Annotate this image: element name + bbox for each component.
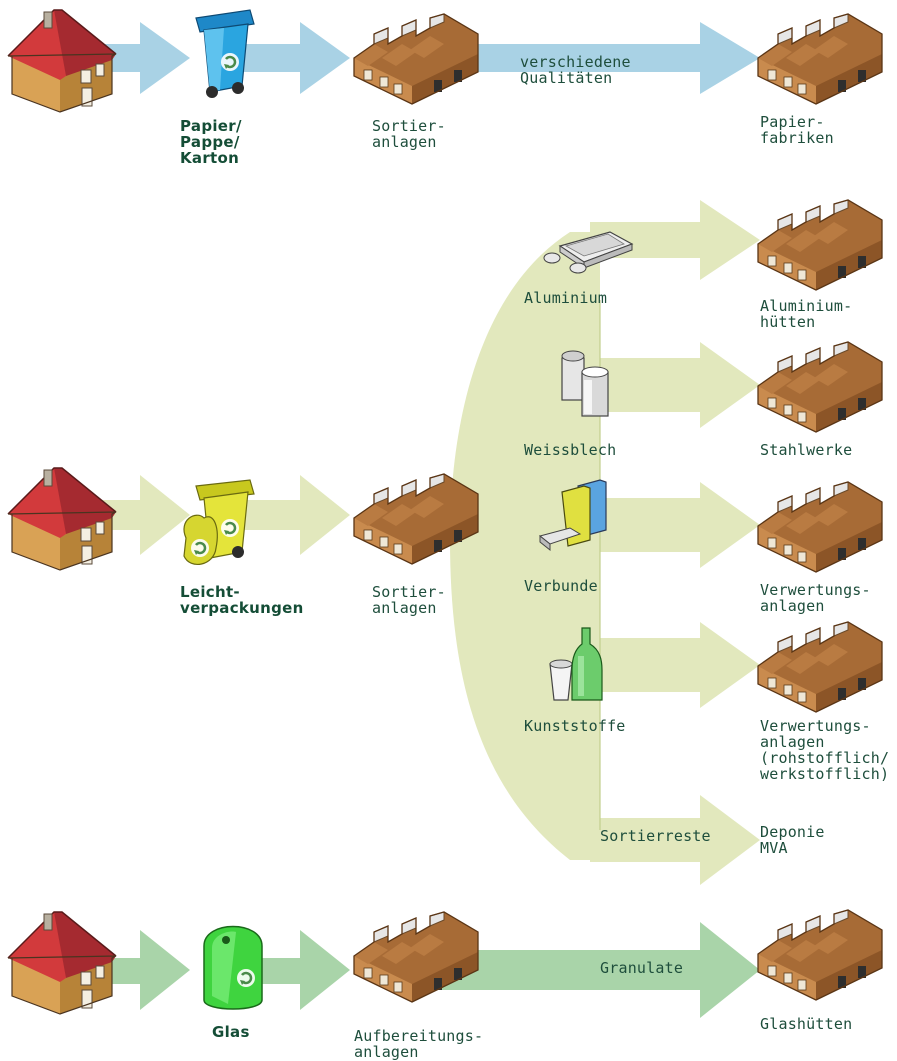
green-glass-container-icon — [203, 925, 263, 1010]
factory-icon-recovery-plant — [757, 481, 883, 573]
yellow-recycling-bin-icon — [183, 479, 255, 565]
lvp-collection-label: Leicht- verpackungen — [180, 583, 304, 617]
house-icon-lvp — [7, 467, 117, 571]
factory-icon-plastics-recovery — [757, 621, 883, 713]
fraction-sortierreste-destination: Deponie MVA — [760, 823, 825, 857]
glass-flow-arrows — [70, 922, 760, 1018]
glass-flow-label: Granulate — [600, 959, 684, 977]
fraction-verbunde-label: Verbunde — [524, 577, 598, 595]
paper-sorting-label: Sortier- anlagen — [372, 117, 446, 151]
house-icon-paper — [7, 9, 117, 113]
paper-collection-label: Papier/ Pappe/ Karton — [180, 117, 242, 167]
lvp-sorting-label: Sortier- anlagen — [372, 583, 446, 617]
paper-flow-arrows — [70, 22, 760, 94]
fraction-aluminium-label: Aluminium — [524, 289, 608, 307]
blue-recycling-bin-icon — [195, 9, 255, 98]
factory-icon-aluminium-smelters — [757, 199, 883, 291]
factory-icon-glassworks — [757, 909, 883, 1001]
glass-processing-label: Aufbereitungs- anlagen — [354, 1027, 484, 1061]
fraction-kunststoffe-destination: Verwertungs- anlagen (rohstofflich/ werk… — [760, 717, 890, 783]
factory-icon-steelworks — [757, 341, 883, 433]
factory-icon-paper-sorting — [353, 13, 479, 105]
glass-collection-label: Glas — [212, 1023, 250, 1041]
tin-can-icon — [561, 350, 609, 417]
factory-icon-paper-mills — [757, 13, 883, 105]
paper-destination-label: Papier- fabriken — [760, 113, 834, 147]
plastic-bottle-icon — [549, 627, 603, 701]
fraction-verbunde-destination: Verwertungs- anlagen — [760, 581, 871, 615]
house-icon-glass — [7, 911, 117, 1015]
fraction-kunststoffe-label: Kunststoffe — [524, 717, 626, 735]
fraction-weissblech-label: Weissblech — [524, 441, 617, 459]
fraction-weissblech-destination: Stahlwerke — [760, 441, 853, 459]
fraction-sortierreste-label: Sortierreste — [600, 827, 711, 845]
paper-flow-label: verschiedene Qualitäten — [520, 53, 631, 87]
aluminium-tray-icon — [543, 231, 634, 274]
beverage-carton-icon — [538, 479, 607, 552]
glass-destination-label: Glashütten — [760, 1015, 853, 1033]
fraction-aluminium-destination: Aluminium- hütten — [760, 297, 853, 331]
